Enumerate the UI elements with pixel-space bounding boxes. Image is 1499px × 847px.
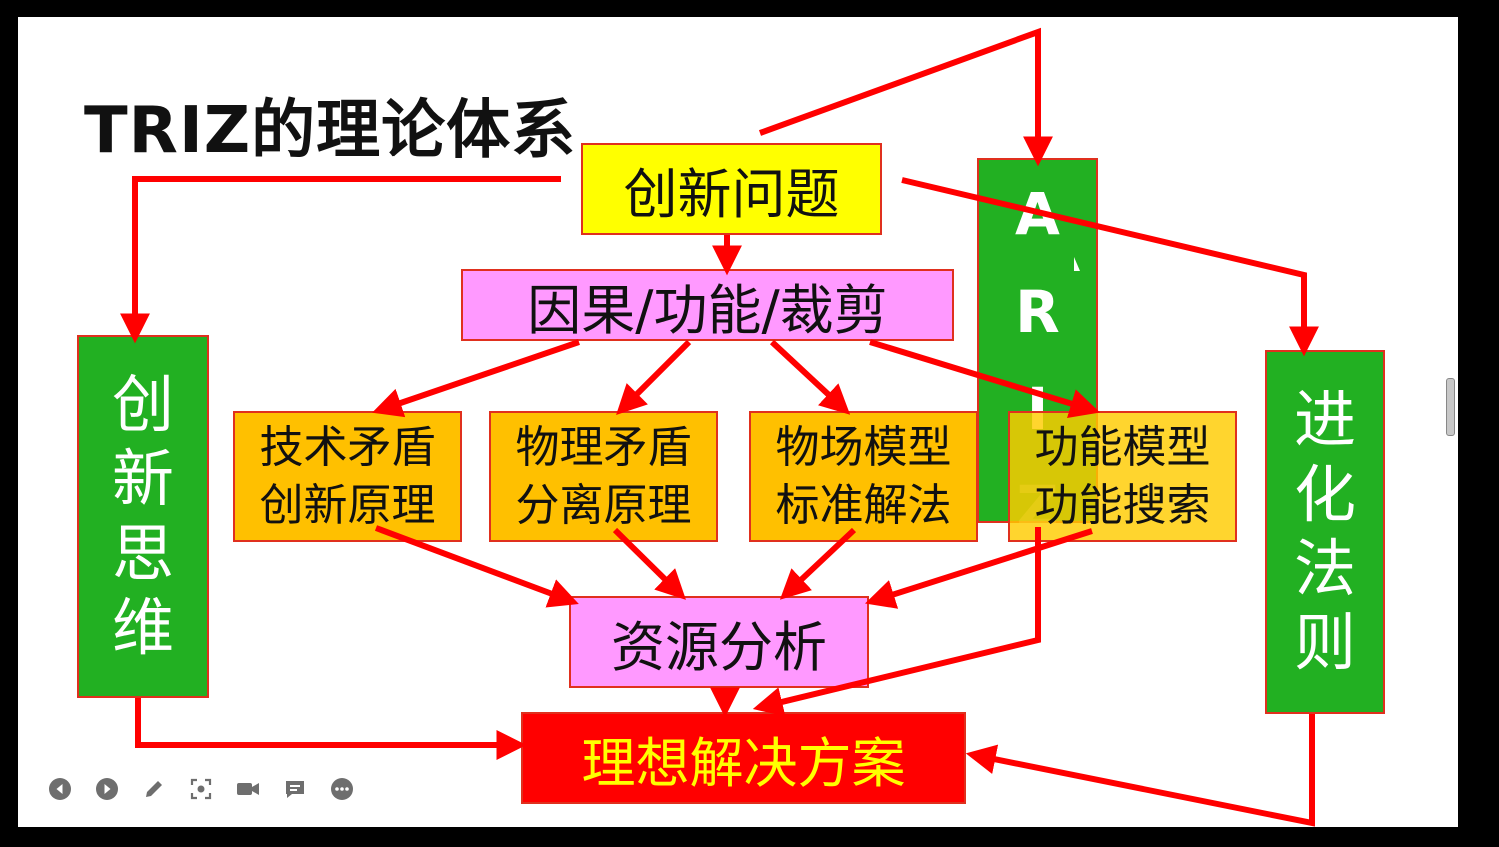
arrow-causal-to-tech — [372, 339, 580, 418]
mouse-cursor-icon — [1074, 257, 1080, 271]
tech-contradiction-line2: 创新原理 — [259, 479, 436, 531]
page-title: TRIZ的理论体系 — [84, 94, 577, 168]
tech-contradiction-line1: 技术矛盾 — [259, 422, 436, 474]
evolution-laws-bar: 进 化 法 则 — [1265, 350, 1385, 714]
causal-function-trimming-label: 因果/功能/裁剪 — [527, 278, 888, 342]
arrow-thinking-to-ideal — [135, 698, 527, 760]
more-icon[interactable] — [328, 775, 355, 802]
pen-icon[interactable] — [140, 775, 167, 802]
comment-icon[interactable] — [281, 775, 308, 802]
resource-analysis-label: 资源分析 — [611, 615, 827, 679]
ariz-letter-a: A — [1015, 180, 1060, 248]
innovation-problem-label: 创新问题 — [623, 162, 840, 226]
innovative-thinking-char-1: 创 — [111, 367, 174, 441]
tech-contradiction-box: 技术矛盾 创新原理 — [233, 411, 462, 542]
substance-field-line1: 物场模型 — [775, 422, 952, 474]
function-model-box: 功能模型 功能搜索 — [1008, 411, 1237, 542]
previous-icon[interactable] — [46, 775, 73, 802]
phys-contradiction-line1: 物理矛盾 — [515, 422, 692, 474]
slide: TRIZ的理论体系 A R I Z 创新问题 因果/功能/裁剪 技术矛盾 创新原… — [18, 17, 1458, 827]
evolution-laws-char-2: 化 — [1293, 457, 1356, 531]
innovative-thinking-char-2: 新 — [111, 442, 174, 516]
substance-field-line2: 标准解法 — [775, 479, 952, 531]
screenshot-icon[interactable] — [187, 775, 214, 802]
ideal-solution-label: 理想解决方案 — [581, 731, 906, 795]
arrow-causal-to-phys — [616, 339, 692, 415]
next-icon[interactable] — [93, 775, 120, 802]
innovative-thinking-bar: 创 新 思 维 — [77, 335, 209, 698]
innovative-thinking-char-4: 维 — [111, 590, 174, 664]
camera-icon[interactable] — [234, 775, 261, 802]
innovation-problem-box: 创新问题 — [581, 143, 882, 235]
arrow-evolution-to-ideal — [965, 714, 1315, 827]
evolution-laws-char-4: 则 — [1293, 606, 1356, 680]
arrow-problem-to-evolution — [901, 177, 1319, 357]
innovative-thinking-char-3: 思 — [111, 516, 174, 590]
causal-function-trimming-box: 因果/功能/裁剪 — [461, 269, 954, 342]
ariz-letter-r: R — [1015, 277, 1060, 346]
substance-field-box: 物场模型 标准解法 — [749, 411, 978, 542]
evolution-laws-char-3: 法 — [1293, 532, 1356, 605]
arrow-causal-to-field — [769, 339, 851, 415]
scrollbar-handle[interactable] — [1446, 378, 1455, 436]
function-model-line1: 功能模型 — [1034, 422, 1211, 474]
ideal-solution-box: 理想解决方案 — [521, 712, 966, 804]
function-model-line2: 功能搜索 — [1034, 479, 1211, 531]
evolution-laws-char-1: 进 — [1293, 383, 1356, 457]
arrow-title-to-ariz — [758, 27, 1053, 167]
phys-contradiction-line2: 分离原理 — [515, 479, 692, 531]
resource-analysis-box: 资源分析 — [569, 596, 869, 688]
phys-contradiction-box: 物理矛盾 分离原理 — [489, 411, 718, 542]
presentation-toolbar — [46, 775, 355, 802]
